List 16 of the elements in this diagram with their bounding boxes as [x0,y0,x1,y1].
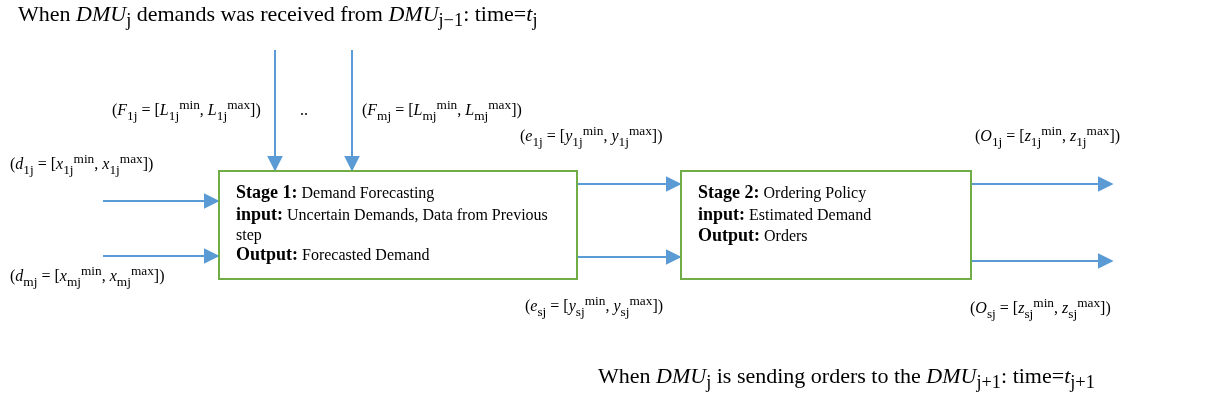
box-text: Stage 1: Demand Forecasting [236,182,436,204]
box-text: Output: Orders [698,225,809,247]
arrow [102,193,220,209]
arrow [971,253,1114,269]
box-text: input: Estimated Demand [698,203,873,226]
process-box [680,170,972,280]
box-text: Output: Forecasted Demand [236,244,431,266]
arrow [344,49,360,172]
arrow [577,249,682,265]
arrow [971,176,1114,192]
arrow [267,49,283,172]
process-box [218,170,578,280]
arrow [577,176,682,192]
arrow [102,248,220,264]
box-text: Stage 2: Ordering Policy [698,182,868,204]
box-text: input: Uncertain Demands, Data from Previous step [236,203,549,245]
